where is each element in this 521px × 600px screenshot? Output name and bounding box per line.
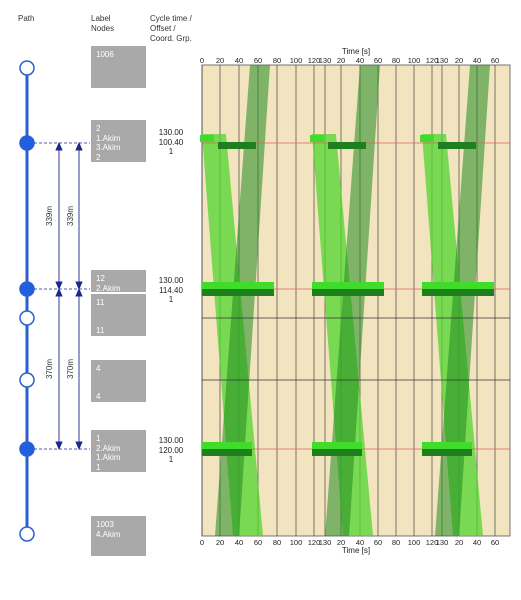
phase-n2-a-0	[200, 135, 214, 142]
tick-top-11: 80	[392, 56, 400, 65]
tick-top-1: 20	[216, 56, 224, 65]
nodes-header: Nodes	[91, 24, 115, 33]
tick-bottom-1: 20	[216, 538, 224, 547]
label-header: Label	[91, 14, 111, 23]
tick-top-8: 20	[337, 56, 345, 65]
path-node-12	[19, 281, 35, 297]
cycle-info-node-1: 130.00 120.00 1	[158, 436, 184, 464]
band-up-1	[325, 65, 380, 536]
label-node-1003[interactable]: 1003 4.Akim	[91, 516, 146, 556]
tick-bottom-11: 80	[392, 538, 400, 547]
phase-n2-a-2	[420, 135, 434, 142]
tick-bottom-16: 40	[473, 538, 481, 547]
phase-n1-a-1	[312, 442, 362, 449]
tick-bottom-14: 130	[436, 538, 449, 547]
tick-top-17: 60	[491, 56, 499, 65]
phase-n1-a-2	[422, 442, 472, 449]
tick-bottom-13: 120	[426, 538, 439, 547]
tick-top-4: 80	[273, 56, 281, 65]
green-bands	[202, 65, 490, 536]
tick-bottom-4: 80	[273, 538, 281, 547]
axis-title-bottom: Time [s]	[342, 546, 370, 555]
label-node-1[interactable]: 1 2.Akim 1.Akim 1	[91, 430, 146, 472]
label-node-2[interactable]: 2 1.Akim 3.Akim 2	[91, 120, 146, 162]
tick-top-7: 130	[319, 56, 332, 65]
label-node-1006[interactable]: 1006	[91, 46, 146, 88]
distance-lower-right: 370m	[66, 359, 75, 379]
phase-n12-a-1	[312, 282, 384, 289]
phase-n12-b-2	[422, 289, 494, 296]
tick-top-16: 40	[473, 56, 481, 65]
distance-upper-left: 339m	[45, 206, 54, 226]
phase-n1-b-1	[312, 449, 362, 456]
tick-top-12: 100	[408, 56, 421, 65]
path-header: Path	[18, 14, 35, 23]
tick-top-6: 120	[308, 56, 321, 65]
tick-bottom-2: 40	[235, 538, 243, 547]
path-node-1006	[19, 60, 35, 76]
phase-n2-b-1	[328, 142, 366, 149]
phase-n12-b-0	[202, 289, 274, 296]
phase-n1-b-2	[422, 449, 472, 456]
phase-n1-a-0	[202, 442, 252, 449]
dimension-lines	[55, 141, 83, 451]
path-diagram: 339m 339m 370m 370m	[19, 60, 90, 542]
cycle-header-3: Coord. Grp.	[150, 34, 192, 43]
path-node-1	[19, 441, 35, 457]
phase-n12-b-1	[312, 289, 384, 296]
label-node-12[interactable]: 12 2.Akim	[91, 270, 146, 293]
phase-n12-a-2	[422, 282, 494, 289]
phase-n1-b-0	[202, 449, 252, 456]
label-node-11[interactable]: 11 11	[91, 294, 146, 336]
phase-n2-a-1	[310, 135, 324, 142]
tick-top-14: 130	[436, 56, 449, 65]
tick-top-2: 40	[235, 56, 243, 65]
tick-bottom-15: 20	[455, 538, 463, 547]
tick-top-0: 0	[200, 56, 204, 65]
cycle-header-1: Cycle time /	[150, 14, 192, 23]
tick-top-15: 20	[455, 56, 463, 65]
label-node-4[interactable]: 4 4	[91, 360, 146, 402]
path-node-4	[19, 372, 35, 388]
band-up-2	[435, 65, 490, 536]
dashed-leaders	[34, 142, 90, 450]
distance-upper-right: 339m	[66, 206, 75, 226]
tick-bottom-10: 60	[374, 538, 382, 547]
tick-top-5: 100	[290, 56, 303, 65]
path-node-1003	[19, 526, 35, 542]
tick-top-13: 120	[426, 56, 439, 65]
tick-bottom-9: 40	[356, 538, 364, 547]
phase-n2-b-2	[438, 142, 476, 149]
tick-bottom-12: 100	[408, 538, 421, 547]
green-phases	[200, 135, 494, 456]
phase-n12-a-0	[202, 282, 274, 289]
path-node-2	[19, 135, 35, 151]
tick-bottom-3: 60	[254, 538, 262, 547]
axis-title-top: Time [s]	[342, 47, 370, 56]
cycle-header-2: Offset /	[150, 24, 176, 33]
path-node-11	[19, 310, 35, 326]
tick-bottom-8: 20	[337, 538, 345, 547]
tick-bottom-7: 130	[319, 538, 332, 547]
tick-bottom-6: 120	[308, 538, 321, 547]
band-up-0	[215, 65, 270, 536]
tick-bottom-0: 0	[200, 538, 204, 547]
cycle-info-node-12: 130.00 114.40 1	[158, 276, 184, 304]
phase-n2-b-0	[218, 142, 256, 149]
tick-bottom-17: 60	[491, 538, 499, 547]
distance-lower-left: 370m	[45, 359, 54, 379]
tick-top-10: 60	[374, 56, 382, 65]
tick-top-9: 40	[356, 56, 364, 65]
cycle-info-node-2: 130.00 100.40 1	[158, 128, 184, 156]
tick-bottom-5: 100	[290, 538, 303, 547]
tick-top-3: 60	[254, 56, 262, 65]
